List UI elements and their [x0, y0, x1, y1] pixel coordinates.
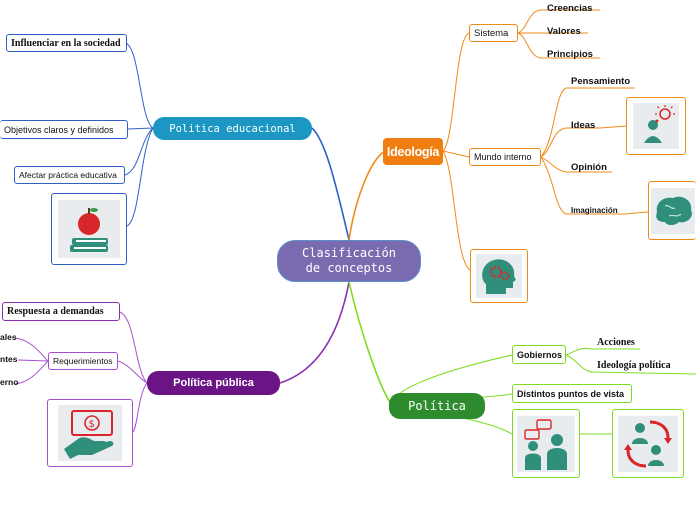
money-hand-icon: $: [58, 405, 122, 461]
branch-politica-label: Política: [408, 399, 466, 413]
people-chat-icon: [517, 415, 575, 472]
subtopic-valores[interactable]: Valores: [547, 26, 581, 37]
subtopic-ideas[interactable]: Ideas: [571, 120, 596, 131]
branch-politica-publica[interactable]: Política pública: [147, 371, 280, 395]
link-root-ideologia: [348, 150, 386, 241]
root-node[interactable]: Clasificación de conceptos: [277, 240, 421, 282]
root-title-line1: Clasificación: [302, 246, 396, 260]
svg-text:$: $: [89, 419, 95, 430]
subtopic-opinion[interactable]: Opinión: [571, 162, 607, 173]
subtopic-pensamiento[interactable]: Pensamiento: [571, 76, 631, 87]
idea-person-image: [626, 97, 686, 155]
branch-politica-educacional-label: Politica educacional: [169, 122, 296, 135]
subtopic-req-3[interactable]: erno: [0, 377, 19, 387]
link-root-politica: [348, 281, 393, 406]
branch-politica-educacional[interactable]: Politica educacional: [153, 117, 312, 140]
branch-politica-publica-label: Política pública: [173, 377, 254, 389]
subtopic-ideologia-politica[interactable]: Ideología política: [597, 360, 671, 371]
topic-sistema[interactable]: Sistema: [469, 24, 518, 42]
topic-requerimientos[interactable]: Requerimientos: [48, 352, 118, 370]
brain-image: [648, 181, 696, 240]
link-root-publica: [279, 281, 350, 384]
head-gears-image: [470, 249, 528, 303]
subtopic-principios[interactable]: Principios: [547, 49, 593, 60]
subtopic-acciones[interactable]: Acciones: [597, 337, 635, 348]
subtopic-req-1[interactable]: ales: [0, 332, 17, 342]
subtopic-creencias[interactable]: Creencias: [547, 3, 593, 14]
branch-ideologia-label: Ideología: [386, 144, 440, 159]
money-hand-image: $: [47, 399, 133, 467]
apple-books-image: [51, 193, 127, 265]
topic-influenciar[interactable]: Influenciar en la sociedad: [6, 34, 127, 52]
people-exchange-icon: [618, 415, 678, 472]
people-exchange-image: [612, 409, 684, 478]
branch-politica[interactable]: Política: [389, 393, 485, 419]
branch-ideologia[interactable]: Ideología: [383, 138, 443, 165]
head-gears-icon: [476, 254, 522, 298]
brain-icon: [650, 187, 695, 234]
subtopic-imaginacion[interactable]: Imaginación: [571, 206, 618, 215]
idea-person-icon: [633, 103, 679, 149]
subtopic-req-2[interactable]: ntes: [0, 354, 18, 364]
topic-afectar[interactable]: Afectar práctica educativa: [14, 166, 125, 184]
root-title-line2: de conceptos: [305, 261, 393, 275]
topic-gobiernos[interactable]: Gobiernos: [512, 345, 566, 364]
apple-books-icon: [58, 200, 120, 258]
topic-mundo-interno[interactable]: Mundo interno: [469, 148, 541, 166]
topic-objetivos[interactable]: Objetivos claros y definidos: [0, 120, 128, 139]
link-root-educacional: [311, 127, 350, 241]
people-chat-image: [512, 409, 580, 478]
topic-respuesta-demandas[interactable]: Respuesta a demandas: [2, 302, 120, 321]
topic-distintos-puntos[interactable]: Distintos puntos de vista: [512, 384, 632, 403]
